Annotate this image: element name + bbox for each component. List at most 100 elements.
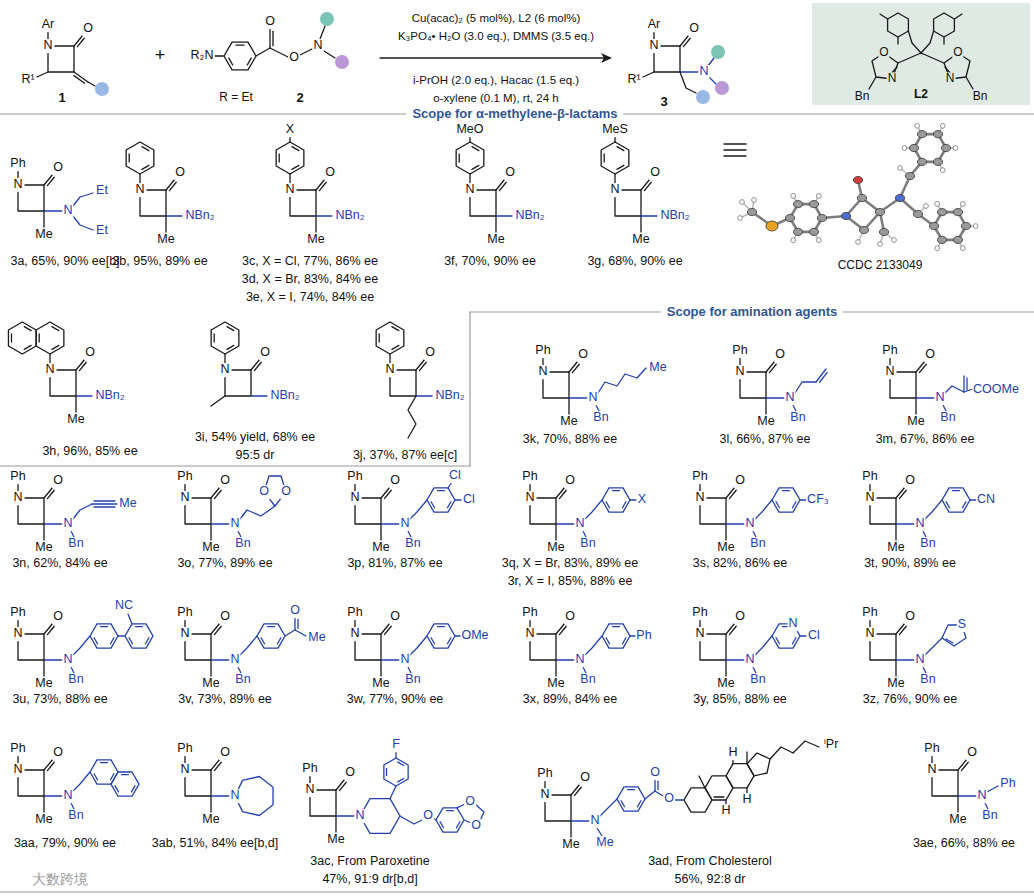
atom-ellipsoid [793,228,802,235]
compound-caption: 3k, 70%, 88% ee [523,433,618,447]
structure-group [355,620,461,676]
hydrogen-atom [940,123,945,128]
atom-label: N [384,363,395,377]
bond-line [641,215,657,216]
bond-line [380,524,381,540]
bond-line [645,791,655,799]
atom-label: Bn [981,809,998,823]
bond-line [276,142,304,174]
bond-line [869,77,876,89]
atom-label: Me [306,233,325,247]
atom-label: N [44,363,55,377]
atom-label: Ph [9,470,26,484]
substituent-circle [715,81,729,95]
bond-line [118,635,125,636]
atom-label: Me [201,677,220,691]
hydrogen-atom [738,216,743,221]
hydrogen-atom [935,201,940,206]
bond-line [747,753,770,776]
bond-line [384,490,391,498]
bond-line [793,405,796,411]
bond-line [622,638,625,644]
bond-line [942,488,970,512]
bond-line [379,334,380,342]
bond-line [776,638,779,644]
atom-label: Me [34,541,53,555]
bond-line [43,524,44,540]
bond-line [79,362,86,370]
bond-line [931,756,932,763]
bond-line [899,626,906,634]
atom-label: N [179,763,190,777]
bond-line [392,345,399,349]
plus-sign: + [155,46,166,66]
atom-label: MeS [601,123,629,137]
atom-label: Bn [404,673,421,687]
compound-caption: 47%, 91:9 dr[b,d] [322,873,417,887]
atom-ellipsoid [875,208,884,215]
bond-line [336,815,354,816]
atom-label: O [564,474,576,488]
bond-line [622,502,625,508]
bond-line [753,667,756,673]
atom-label: N [976,789,987,803]
atom-label: NBn₂ [334,209,365,223]
bond-line [472,165,479,169]
bond-line [215,55,224,56]
atom-label: N [524,491,535,505]
bond-line [469,137,470,142]
compound-caption: 3a, 65%, 90% ee[b] [10,255,119,269]
bond-line [384,758,408,786]
bond-line [142,165,149,169]
atom-label: Me [716,677,735,691]
bond-line [339,782,346,790]
bond-line [227,345,234,349]
bond-line [919,364,926,372]
substituent-circle [95,82,109,96]
atom-label: N [694,627,705,641]
atom-label: N [887,72,898,85]
bond-line [300,49,312,55]
bond-line [395,752,396,758]
bond-line [111,772,139,796]
compound-caption: 3ac, From Paroxetine [310,855,430,869]
bond-line [921,31,934,53]
structure-group [724,123,978,250]
structure-group [8,322,92,412]
compound-caption: 3n, 62%, 84% ee [12,557,107,571]
hydrogen-atom [791,238,796,243]
hydrogen-atom [892,238,897,243]
atom-label: N [537,365,548,379]
bond-line [210,796,211,812]
bond-line [945,386,964,393]
bond-line [37,72,48,77]
atom-label: O [734,474,746,488]
bond-line [165,216,166,232]
bond-line [495,216,496,232]
bond-line [438,626,445,627]
structure-group [456,137,512,232]
reaction-condition: i-PrOH (2.0 eq.), Hacac (1.5 eq.) [413,74,579,87]
atom-label: N [179,627,190,641]
bond-line [297,619,298,628]
bond-line [921,53,944,63]
atom-label: Ph [536,767,553,781]
bond-line [606,638,609,644]
atom-label: OMe [460,629,489,643]
bond-line [211,523,229,524]
atom-label: Bn [404,537,421,551]
structure-group [211,322,267,406]
bond-line [94,774,97,780]
compound-caption: 3o, 77%, 89% ee [177,557,272,571]
compound-caption: 3q, X = Br, 83%, 89% ee [502,557,639,571]
atom-label: N [787,617,798,631]
bond-line [224,354,225,363]
bond-line [392,327,399,331]
bond-line [71,803,74,809]
bond-line [966,77,973,89]
bond-line [270,48,288,57]
atom-label: Me [307,631,326,645]
atom-label: O [688,22,700,36]
bond-line [166,215,182,216]
bond-line [73,772,90,791]
